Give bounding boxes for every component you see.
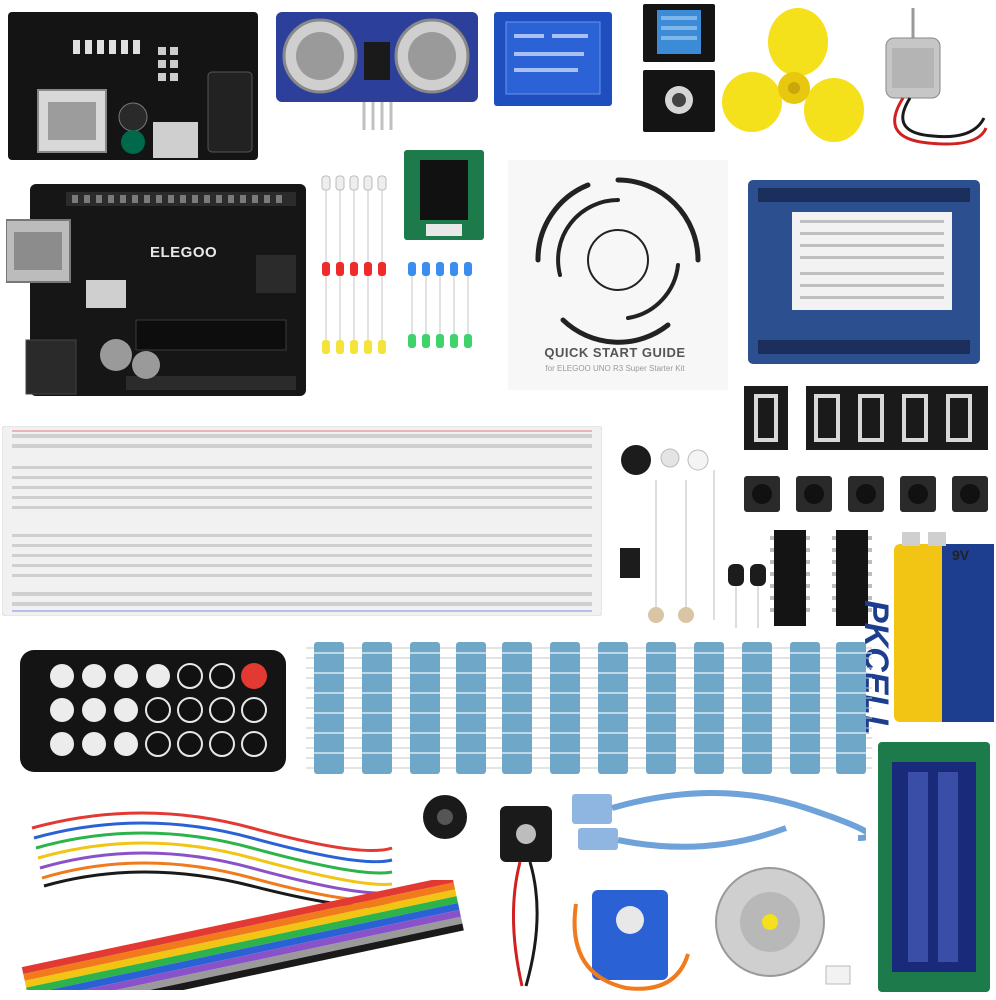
resistors bbox=[306, 638, 872, 778]
humidity-sensor-module bbox=[643, 4, 715, 132]
board-brand-label: ELEGOO bbox=[150, 244, 218, 261]
relay-module bbox=[494, 12, 612, 106]
lcd-display bbox=[878, 742, 990, 992]
potentiometer bbox=[420, 792, 470, 842]
seven-segment-display bbox=[744, 386, 988, 452]
ir-remote bbox=[20, 650, 286, 772]
ultrasonic-sensor bbox=[276, 12, 478, 132]
ribbon-cable bbox=[20, 880, 470, 990]
stepper-motor bbox=[706, 862, 866, 992]
battery-voltage-label: 9V bbox=[952, 547, 970, 563]
battery-snap bbox=[496, 796, 556, 996]
guide-title: QUICK START GUIDE bbox=[544, 345, 686, 360]
driver-board bbox=[404, 150, 484, 240]
quick-start-guide bbox=[508, 160, 728, 390]
misc-components bbox=[606, 440, 736, 630]
ic-chips bbox=[770, 526, 876, 630]
dc-motor bbox=[868, 8, 988, 156]
usb-cable bbox=[566, 778, 866, 868]
leds bbox=[318, 172, 490, 364]
power-supply-module bbox=[8, 12, 258, 160]
guide-subtitle: for ELEGOO UNO R3 Super Starter Kit bbox=[545, 364, 685, 373]
breadboard bbox=[2, 426, 602, 616]
transistors bbox=[726, 560, 770, 630]
uno-board bbox=[6, 180, 308, 400]
servo-motor bbox=[566, 864, 696, 994]
fan-blade bbox=[720, 6, 865, 146]
nine-volt-battery bbox=[894, 532, 994, 722]
prototype-shield bbox=[748, 180, 980, 364]
push-buttons bbox=[742, 472, 992, 516]
